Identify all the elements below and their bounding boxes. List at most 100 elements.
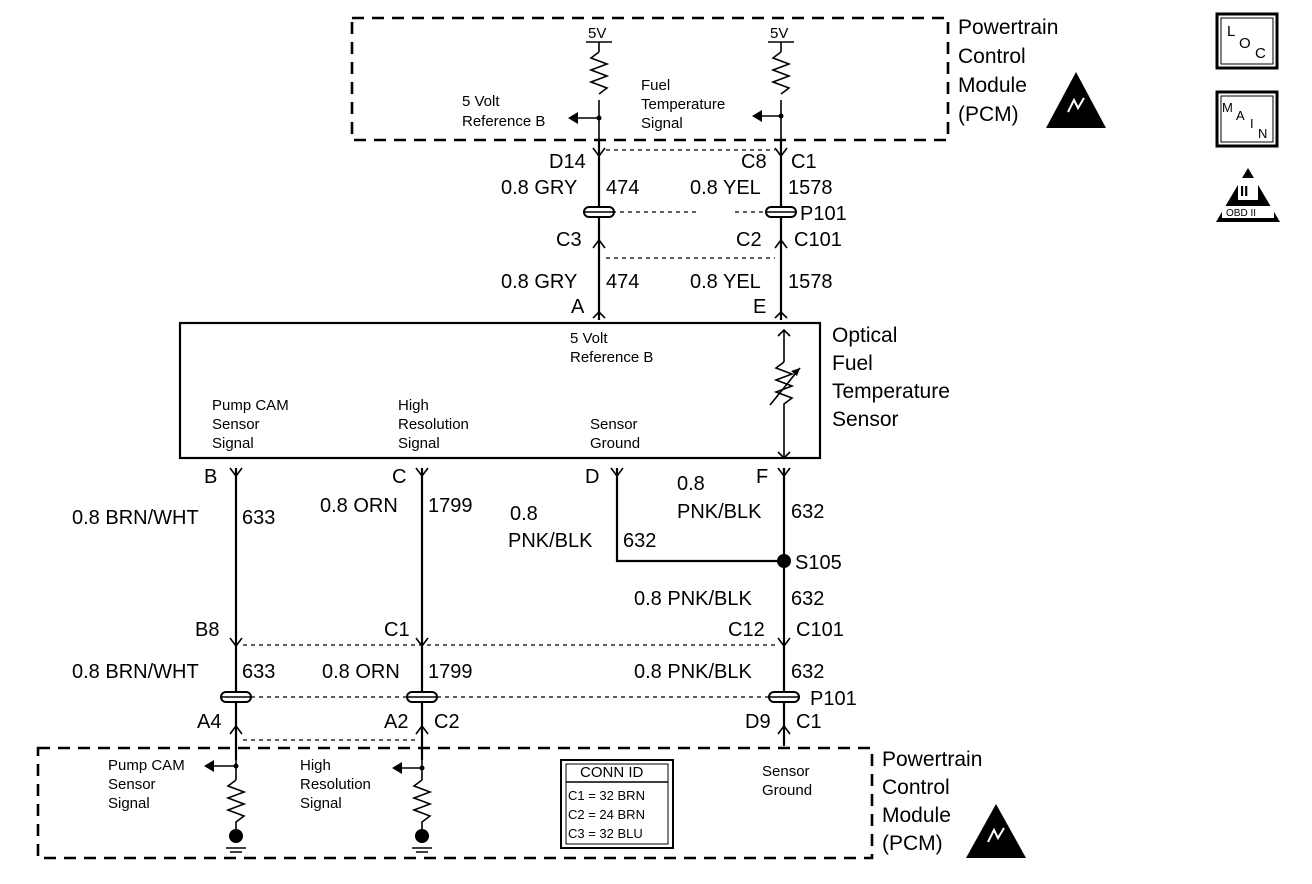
f-wire-mid: 0.8 PNK/BLK <box>634 588 753 610</box>
b-circuit-bottom: 633 <box>242 661 275 683</box>
top-harness: D14 0.8 GRY 474 C3 0.8 GRY 474 A C8 C1 0… <box>501 140 847 320</box>
pcm-hires-label-2: Resolution <box>300 776 371 793</box>
pcm-bottom-module: Powertrain Control Module (PCM) Pump CAM… <box>36 746 1026 860</box>
pcm-cam-label-2: Sensor <box>108 776 156 793</box>
main-icon-i: I <box>1250 116 1254 131</box>
conn-id-title: CONN ID <box>580 764 644 781</box>
f-pcm-pin: D9 <box>745 711 771 733</box>
c-wire-top: 0.8 ORN <box>320 495 398 517</box>
main-icon-n: N <box>1258 126 1267 141</box>
b-circuit-top: 633 <box>242 507 275 529</box>
left-circuit-bottom: 474 <box>606 271 639 293</box>
optical-fuel-temp-sensor: Optical Fuel Temperature Sensor 5 Volt R… <box>178 321 950 460</box>
pcm-top-name-1: Powertrain <box>958 16 1058 39</box>
sensor-cam-label-2: Sensor <box>212 416 260 433</box>
b-wire-bottom: 0.8 BRN/WHT <box>72 661 199 683</box>
c-pcm-pin: A2 <box>384 711 408 733</box>
main-icon-m: M <box>1222 100 1233 115</box>
right-pcm-pin: C8 <box>741 151 767 173</box>
c-circuit-bottom: 1799 <box>428 661 473 683</box>
pcm-cam-label-1: Pump CAM <box>108 757 185 774</box>
c-wire-bottom: 0.8 ORN <box>322 661 400 683</box>
b-inline-connector <box>220 691 252 703</box>
ground-icon-cam <box>226 847 246 853</box>
conn-id-row-3: C3 = 32 BLU <box>568 826 643 841</box>
sensor-pin-f: F <box>756 466 768 488</box>
sensor-hires-label-2: Resolution <box>398 416 469 433</box>
sensor-ground-label-2: Ground <box>590 435 640 452</box>
esd-warning-icon <box>1046 72 1106 128</box>
right-wire-bottom: 0.8 YEL <box>690 271 761 293</box>
obd-ii-icon[interactable]: II OBD II <box>1216 168 1280 222</box>
sensor-name-1: Optical <box>832 324 897 347</box>
loc-icon-c: C <box>1255 45 1266 62</box>
sensor-name-3: Temperature <box>832 380 950 403</box>
d-wire-top: 0.8 <box>510 503 538 525</box>
pcm-top-module: Powertrain Control Module (PCM) 5V 5 Vol… <box>350 16 1106 142</box>
left-pcm-pin: D14 <box>549 151 586 173</box>
sensor-hires-label-1: High <box>398 397 429 414</box>
c-circuit-top: 1799 <box>428 495 473 517</box>
sensor-cam-label-1: Pump CAM <box>212 397 289 414</box>
f-conn-name: C101 <box>796 619 844 641</box>
pcm-bottom-name-3: Module <box>882 804 951 827</box>
right-conn-pin: C2 <box>736 229 762 251</box>
left-circuit-top: 474 <box>606 177 639 199</box>
loc-icon-o: O <box>1239 35 1251 52</box>
sensor-name-2: Fuel <box>832 352 873 375</box>
left-wire-bottom: 0.8 GRY <box>501 271 577 293</box>
b-conn-pin: B8 <box>195 619 219 641</box>
conn-id-row-1: C1 = 32 BRN <box>568 788 645 803</box>
f-wire-bottom: PNK/BLK <box>677 501 762 523</box>
sensor-ref-label-2: Reference B <box>570 349 653 366</box>
thermistor-icon <box>769 328 801 460</box>
sensor-cam-label-3: Signal <box>212 435 254 452</box>
conn-id-row-2: C2 = 24 BRN <box>568 807 645 822</box>
pcm-bottom-name-4: (PCM) <box>882 832 943 855</box>
right-circuit-top: 1578 <box>788 177 833 199</box>
main-icon-a: A <box>1236 108 1245 123</box>
supply-right-label: 5V <box>770 25 788 42</box>
f-conn-pin: C12 <box>728 619 765 641</box>
sensor-pin-c: C <box>392 466 406 488</box>
f-inline-label: P101 <box>810 688 857 710</box>
sensor-pin-e: E <box>753 296 766 318</box>
loc-icon[interactable]: L O C <box>1215 12 1279 70</box>
ref-b-label-2: Reference B <box>462 113 545 130</box>
left-inline-connector <box>583 206 615 218</box>
c-pcm-conn: C2 <box>434 711 460 733</box>
left-conn-pin: C3 <box>556 229 582 251</box>
c-inline-connector <box>406 691 438 703</box>
f-circuit-bottom: 632 <box>791 661 824 683</box>
d-circuit: 632 <box>623 530 656 552</box>
right-inline-connector <box>765 206 797 218</box>
main-icon[interactable]: M A I N <box>1215 90 1279 148</box>
sensor-ground-label-1: Sensor <box>590 416 638 433</box>
esd-warning-icon-bottom <box>966 804 1026 858</box>
ground-icon-hires <box>412 847 432 853</box>
fuel-signal-label-2: Temperature <box>641 96 725 113</box>
pcm-bottom-name-1: Powertrain <box>882 748 982 771</box>
sensor-pin-a: A <box>571 296 585 318</box>
pcm-hires-label-1: High <box>300 757 331 774</box>
f-pcm-conn: C1 <box>796 711 822 733</box>
pcm-ground-label-2: Ground <box>762 782 812 799</box>
sensor-ref-label-1: 5 Volt <box>570 330 608 347</box>
pull-up-resistor-left <box>588 51 610 95</box>
pcm-top-name-3: Module <box>958 74 1027 97</box>
cam-pull-down-resistor <box>225 779 247 830</box>
conn-id-table: CONN ID C1 = 32 BRN C2 = 24 BRN C3 = 32 … <box>560 759 674 849</box>
left-wire-top: 0.8 GRY <box>501 177 577 199</box>
sensor-name-4: Sensor <box>832 408 899 431</box>
fuel-signal-label-3: Signal <box>641 115 683 132</box>
hires-pull-down-resistor <box>411 779 433 830</box>
fuel-signal-label-1: Fuel <box>641 77 670 94</box>
pcm-top-name-2: Control <box>958 45 1026 68</box>
pcm-ground-label-1: Sensor <box>762 763 810 780</box>
sensor-pin-d: D <box>585 466 599 488</box>
b-pcm-pin: A4 <box>197 711 221 733</box>
pcm-top-name-4: (PCM) <box>958 103 1019 126</box>
c-conn-pin: C1 <box>384 619 410 641</box>
right-conn-name: C101 <box>794 229 842 251</box>
supply-left-label: 5V <box>588 25 606 42</box>
